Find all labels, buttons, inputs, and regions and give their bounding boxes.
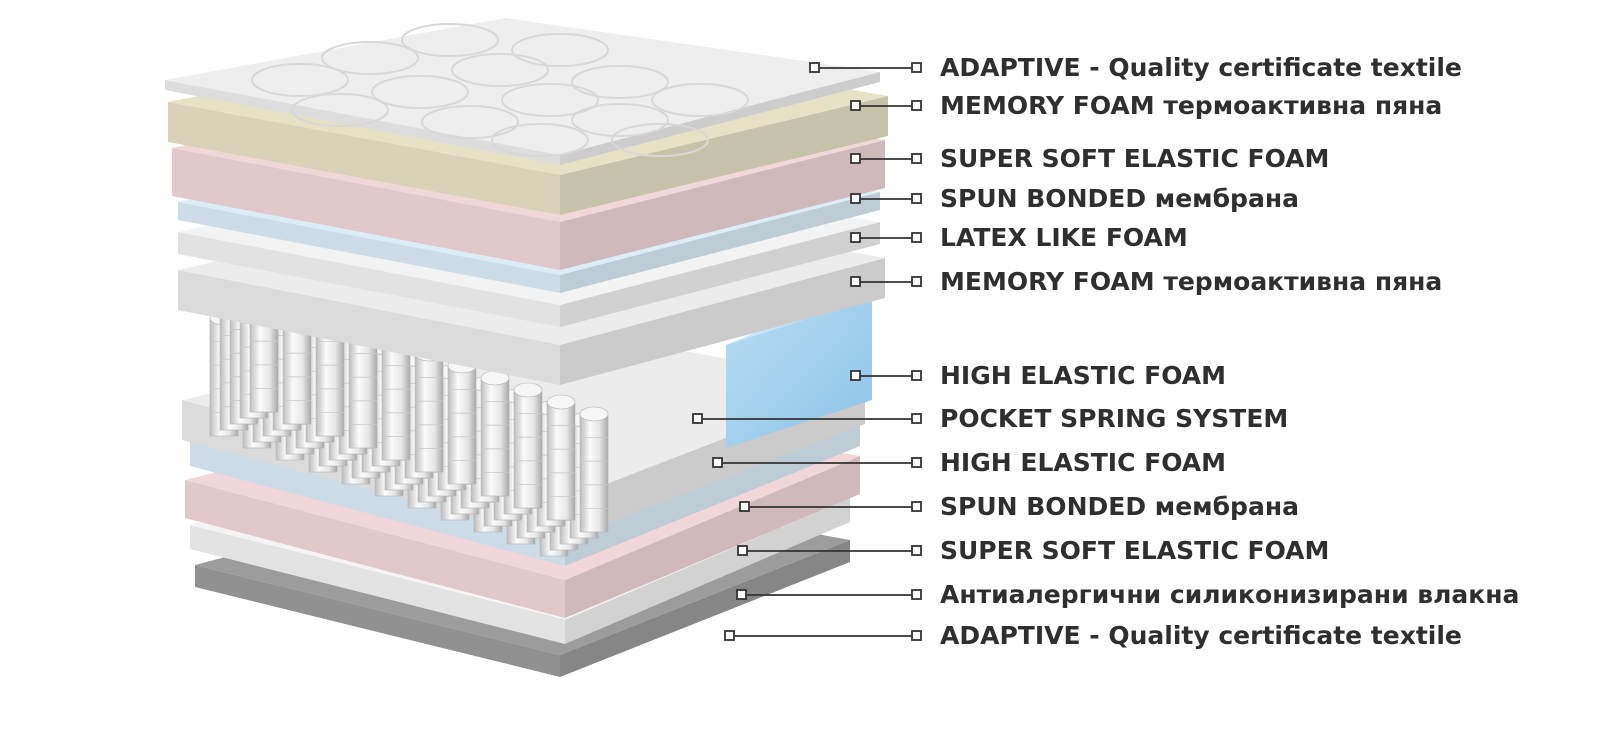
layer-spun-bonded-bottom-side <box>565 420 860 566</box>
layer-latex-like-front <box>178 232 560 327</box>
quilt-stitch <box>451 53 549 87</box>
spring-pocket <box>546 401 576 521</box>
spring-pocket <box>348 329 378 449</box>
quilt-stitch <box>401 23 499 57</box>
layer-silicone-fibers-side <box>565 498 850 644</box>
quilt-stitch <box>571 65 669 99</box>
annotation-7: POCKET SPRING SYSTEM <box>692 404 1288 433</box>
quilt-stitch <box>421 105 519 139</box>
spring-pocket <box>381 341 411 461</box>
layer-memory-foam-top-front <box>168 102 560 215</box>
mattress-layers <box>165 18 888 677</box>
label-spun-bonded-bottom: SPUN BONDED мембрана <box>940 492 1299 521</box>
label-memory-foam-second: MEMORY FOAM термоактивна пяна <box>940 267 1442 296</box>
label-latex-like: LATEX LIKE FOAM <box>940 223 1188 252</box>
layer-memory-foam-top-side <box>560 96 888 215</box>
layer-super-soft-bottom-side <box>565 456 860 618</box>
label-pocket-spring: POCKET SPRING SYSTEM <box>940 404 1288 433</box>
quilt-stitch <box>251 63 349 97</box>
layer-spun-bonded-top-front <box>178 202 560 293</box>
label-silicone-fibers: Антиалергични силиконизирани влакна <box>940 580 1519 609</box>
quilt-stitch <box>571 103 669 137</box>
label-bottom-textile: ADAPTIVE - Quality certificate textile <box>940 621 1462 650</box>
layer-annotations: ADAPTIVE - Quality certificate textile M… <box>692 53 1519 650</box>
spring-pocket <box>480 377 510 497</box>
label-super-soft-top: SUPER SOFT ELASTIC FOAM <box>940 144 1329 173</box>
quilt-stitch <box>291 93 389 127</box>
annotation-4: LATEX LIKE FOAM <box>850 223 1188 252</box>
spring-pocket <box>513 389 543 509</box>
annotation-0: ADAPTIVE - Quality certificate textile <box>809 53 1462 82</box>
annotation-5: MEMORY FOAM термоактивна пяна <box>850 267 1442 296</box>
layer-super-soft-top-front <box>172 148 560 270</box>
annotation-3: SPUN BONDED мембрана <box>850 184 1299 213</box>
spring-pocket <box>414 353 444 473</box>
spring-pocket <box>579 413 609 533</box>
annotation-10: SUPER SOFT ELASTIC FOAM <box>737 536 1329 565</box>
layer-bottom-textile-side <box>560 540 850 677</box>
annotation-2: SUPER SOFT ELASTIC FOAM <box>850 144 1329 173</box>
label-memory-foam-top: MEMORY FOAM термоактивна пяна <box>940 91 1442 120</box>
label-high-elastic-block: HIGH ELASTIC FOAM <box>940 361 1226 390</box>
high-elastic-block-front <box>726 296 872 448</box>
layer-spun-bonded-top-side <box>560 192 880 293</box>
quilt-stitch <box>491 123 589 157</box>
layer-super-soft-top-side <box>560 140 885 270</box>
layer-bottom-textile-front <box>195 565 560 677</box>
annotation-1: MEMORY FOAM термоактивна пяна <box>850 91 1442 120</box>
quilt-stitch <box>501 83 599 117</box>
layer-top-textile-front <box>165 80 560 165</box>
layer-top-textile-side <box>560 72 880 165</box>
layer-memory-foam-second-front <box>178 270 560 385</box>
annotation-12: ADAPTIVE - Quality certificate textile <box>724 621 1462 650</box>
layer-silicone-fibers-front <box>190 525 565 644</box>
label-top-textile: ADAPTIVE - Quality certificate textile <box>940 53 1462 82</box>
label-high-elastic-base: HIGH ELASTIC FOAM <box>940 448 1226 477</box>
annotation-8: HIGH ELASTIC FOAM <box>712 448 1226 477</box>
annotation-11: Антиалергични силиконизирани влакна <box>736 580 1519 609</box>
layer-memory-foam-second-side <box>560 258 885 385</box>
quilt-stitch <box>611 123 709 157</box>
spring-pocket-top <box>513 382 543 398</box>
spring-pocket-top <box>546 394 576 410</box>
quilt-stitch <box>511 33 609 67</box>
annotation-9: SPUN BONDED мембрана <box>739 492 1299 521</box>
spring-pocket <box>447 365 477 485</box>
quilt-stitch <box>651 83 749 117</box>
layer-latex-like-side <box>560 222 880 327</box>
quilt-stitch <box>321 41 419 75</box>
label-spun-bonded-top: SPUN BONDED мембрана <box>940 184 1299 213</box>
layer-super-soft-bottom-front <box>185 480 565 618</box>
spring-pocket-top <box>579 406 609 422</box>
annotation-6: HIGH ELASTIC FOAM <box>850 361 1226 390</box>
layer-spun-bonded-bottom-front <box>190 440 565 566</box>
label-super-soft-bottom: SUPER SOFT ELASTIC FOAM <box>940 536 1329 565</box>
quilt-stitch <box>371 75 469 109</box>
